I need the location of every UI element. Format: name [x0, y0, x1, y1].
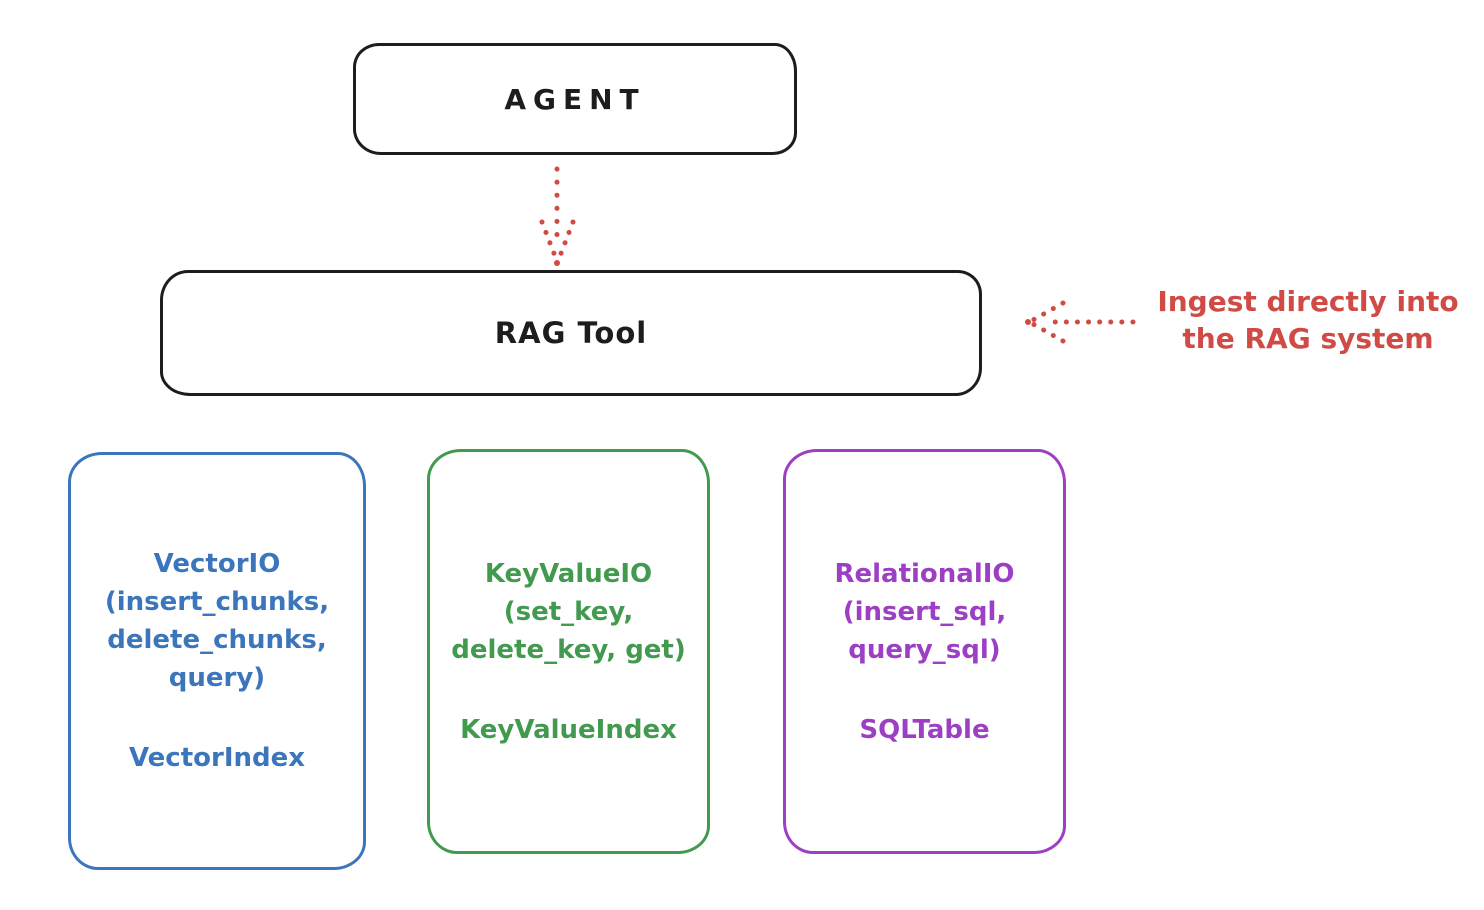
agent-to-rag-arrow-icon [539, 166, 576, 266]
keyvalueio-index-label: KeyValueIndex [460, 714, 677, 745]
agent-label: AGENT [504, 82, 646, 116]
keyvalueio-title: KeyValueIO (set_key, delete_key, get) [451, 555, 686, 669]
relationalio-box: RelationalIO (insert_sql, query_sql) SQL… [783, 449, 1066, 854]
relationalio-title-line: query_sql) [848, 634, 1001, 665]
ingest-annotation: Ingest directly into the RAG system [1140, 283, 1476, 357]
rag-tool-box: RAG Tool [160, 270, 982, 396]
vectorio-title-line: (insert_chunks, [104, 587, 330, 617]
vectorio-index-label: VectorIndex [128, 743, 306, 773]
vectorio-title-line: delete_chunks, [107, 625, 327, 655]
ingest-annotation-line2: the RAG system [1182, 322, 1434, 355]
vectorio-title-line: VectorIO [153, 549, 281, 579]
rag-tool-label: RAG Tool [494, 316, 648, 350]
vectorio-title-line: query) [168, 663, 266, 693]
ingest-arrow-icon [1025, 300, 1136, 344]
ingest-annotation-line1: Ingest directly into [1157, 285, 1459, 318]
keyvalueio-box: KeyValueIO (set_key, delete_key, get) Ke… [427, 449, 710, 854]
agent-box: AGENT [353, 43, 797, 155]
relationalio-title: RelationalIO (insert_sql, query_sql) [834, 555, 1014, 669]
vectorio-title: VectorIO (insert_chunks, delete_chunks, … [105, 545, 329, 697]
relationalio-title-line: (insert_sql, [842, 596, 1007, 627]
relationalio-index-label: SQLTable [859, 714, 990, 745]
relationalio-title-line: RelationalIO [834, 558, 1015, 589]
keyvalueio-title-line: KeyValueIO [484, 558, 653, 589]
vectorio-box: VectorIO (insert_chunks, delete_chunks, … [68, 452, 366, 870]
keyvalueio-title-line: delete_key, get) [451, 634, 686, 665]
keyvalueio-title-line: (set_key, [503, 596, 634, 627]
